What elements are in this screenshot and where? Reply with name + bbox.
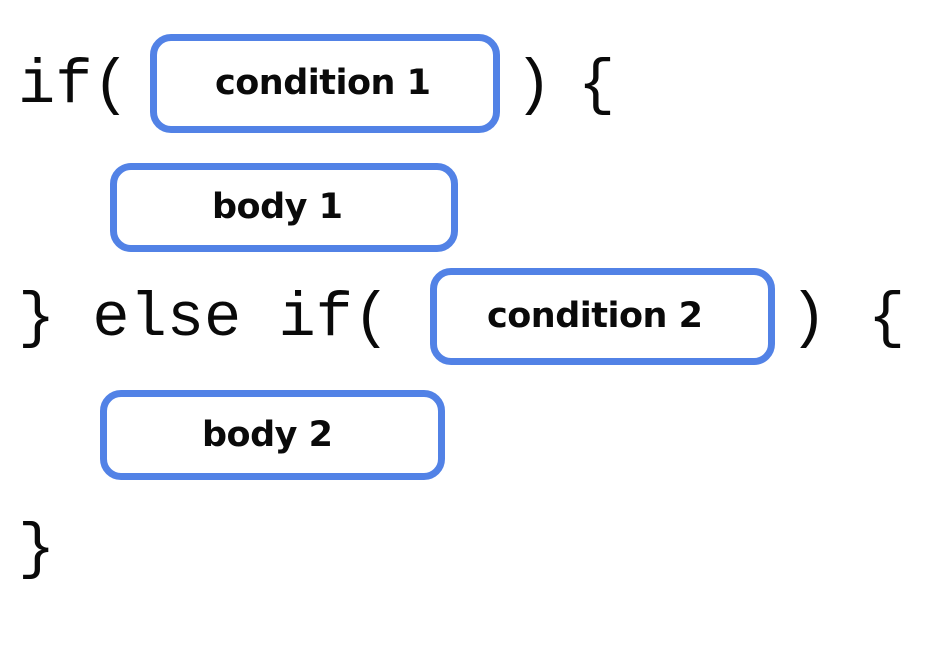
code-token-close-paren-1: ) — [515, 50, 553, 121]
code-token-close-paren-2: ) — [790, 283, 828, 354]
code-token-end-brace: } — [18, 514, 56, 585]
slot-condition-2-label: condition 2 — [487, 296, 703, 336]
code-token-else-if-open: } else if( — [18, 283, 391, 354]
slot-condition-1-label: condition 1 — [215, 63, 431, 103]
slot-body-2-label: body 2 — [202, 414, 333, 455]
slot-condition-2[interactable]: condition 2 — [430, 268, 775, 365]
code-token-open-brace-1: { — [578, 50, 616, 121]
slot-body-2[interactable]: body 2 — [100, 390, 445, 480]
slot-body-1[interactable]: body 1 — [110, 163, 458, 252]
code-token-if-open: if( — [18, 50, 130, 121]
slot-condition-1[interactable]: condition 1 — [150, 34, 500, 133]
code-token-open-brace-2: { — [868, 283, 906, 354]
slot-body-1-label: body 1 — [212, 187, 343, 227]
